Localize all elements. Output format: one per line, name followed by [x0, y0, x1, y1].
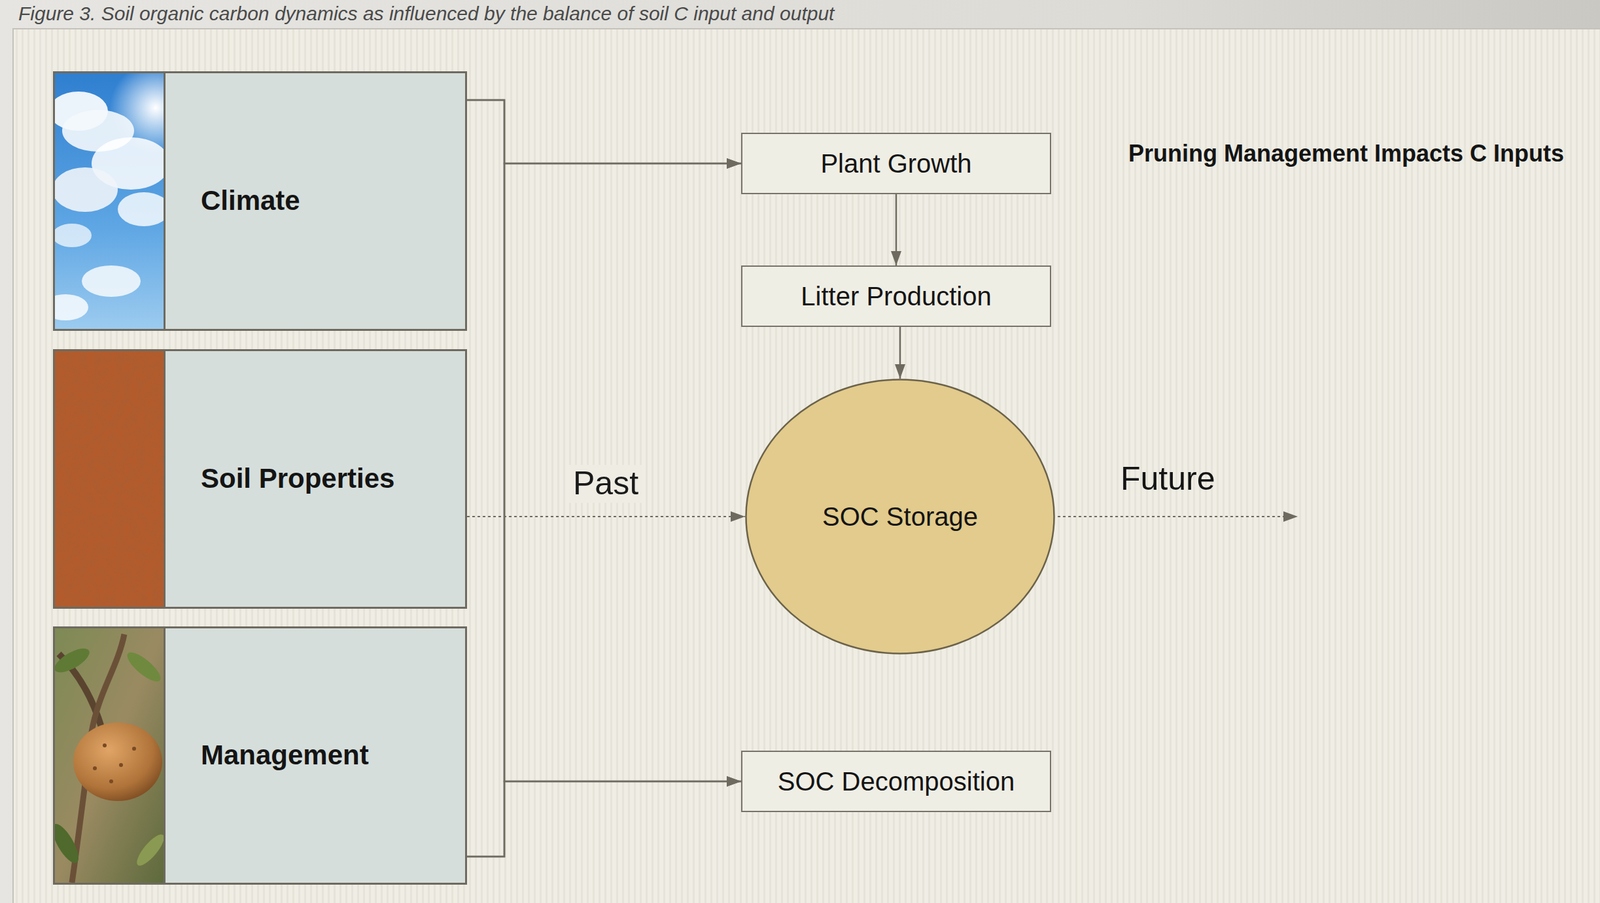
arrow-connector: [467, 100, 742, 782]
factor-box: Climate: [52, 71, 468, 331]
node-label: SOC Decomposition: [777, 765, 1015, 798]
panel-heading: Pruning Management Impacts C Inputs: [1128, 139, 1565, 168]
figure-caption: Figure 3. Soil organic carbon dynamics a…: [18, 2, 835, 25]
node-label: Soil Properties: [200, 462, 395, 496]
factor-box: Soil Properties: [52, 349, 468, 609]
node-label: Litter Production: [800, 280, 992, 313]
arrow-connector: [895, 194, 898, 266]
future-arrow: [1057, 516, 1298, 518]
factor-box: Management: [52, 626, 468, 886]
time-label: Future: [1120, 459, 1216, 499]
circle-fill: [746, 380, 1055, 655]
node-label: Climate: [200, 184, 301, 218]
process-box: Plant Growth: [741, 132, 1052, 195]
edge-label: Past: [569, 465, 643, 504]
arrow-connector: [899, 327, 902, 379]
node-label: Plant Growth: [820, 147, 972, 180]
node-label: SOC Storage: [822, 501, 978, 533]
arrow-connector: [467, 100, 742, 164]
panel-ground: [13, 28, 1600, 903]
arrow-connector: [467, 163, 742, 857]
pool-circle: SOC Storage: [745, 378, 1056, 655]
process-box: SOC Decomposition: [741, 750, 1052, 813]
arrow-connector: [467, 781, 742, 857]
process-box: Litter Production: [741, 265, 1052, 328]
node-label: Management: [200, 739, 369, 772]
dotted-connector: [467, 516, 746, 518]
